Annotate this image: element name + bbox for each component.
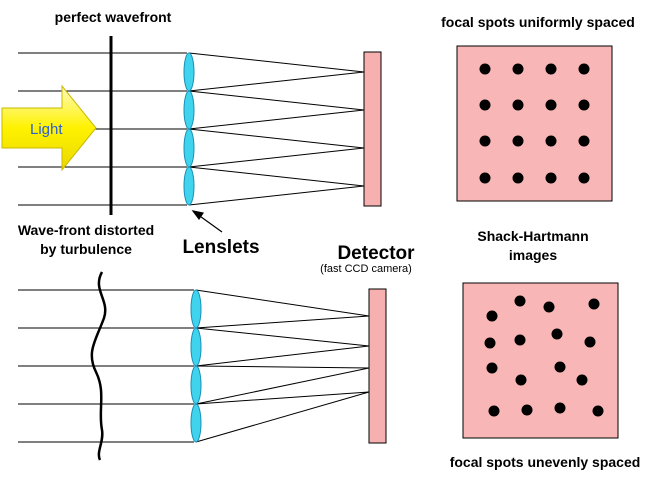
focal-spot [479, 135, 491, 147]
top-lenslet-array [183, 52, 195, 206]
focal-spot [512, 63, 524, 75]
focal-spot [543, 301, 555, 313]
focal-spot [514, 334, 526, 346]
lenslet [190, 327, 202, 367]
focal-spot [551, 328, 563, 340]
lenslet [190, 403, 202, 443]
lenslet [190, 365, 202, 405]
focal-spot [578, 63, 590, 75]
lenslet [190, 289, 202, 329]
light-label: Light [30, 121, 63, 138]
focal-spot [578, 99, 590, 111]
bottom-incoming-rays [18, 289, 194, 443]
lenslet [183, 128, 195, 168]
focal-spot [488, 405, 500, 417]
lenslet-pointer-arrow [191, 210, 223, 233]
detector-sublabel: (fast CCD camera) [320, 263, 412, 275]
distorted-wavefront-line [90, 271, 107, 461]
top-detector [363, 51, 382, 207]
bottom-lenslet-array [190, 289, 202, 443]
focal-spot [521, 404, 533, 416]
focal-spot [514, 295, 526, 307]
focal-spot [578, 172, 590, 184]
lenslets-label: Lenslets [182, 237, 259, 258]
focal-spot [479, 172, 491, 184]
top-system: Light [1, 36, 382, 215]
focal-spot [545, 63, 557, 75]
lenslet [183, 90, 195, 130]
shack-hartmann-label-2: images [509, 247, 557, 263]
light-arrow: Light [1, 84, 97, 172]
top-focus-rays [188, 52, 365, 206]
focal-spot [554, 402, 566, 414]
shack-hartmann-label-1: Shack-Hartmann [477, 228, 588, 244]
focal-spot [576, 374, 588, 386]
focal-spot [592, 405, 604, 417]
focal-spot [479, 63, 491, 75]
uniform-spots-label: focal spots uniformly spaced [441, 14, 635, 30]
uniform-spots-panel [456, 45, 613, 202]
bottom-detector [368, 288, 387, 444]
focal-spot [545, 135, 557, 147]
wavefront-distorted-label-1: Wave-front distorted [18, 222, 154, 238]
lenslet [183, 52, 195, 92]
focal-spot [515, 374, 527, 386]
focal-spot [584, 336, 596, 348]
focal-spot [545, 172, 557, 184]
focal-spot [554, 361, 566, 373]
focal-spot [484, 337, 496, 349]
focal-spot [578, 135, 590, 147]
focal-spot [486, 310, 498, 322]
detector-label: Detector [337, 243, 415, 264]
focal-spot [479, 99, 491, 111]
uneven-spots-panel [462, 282, 619, 439]
perfect-wavefront-label: perfect wavefront [55, 9, 172, 25]
focal-spot [512, 172, 524, 184]
wavefront-distorted-label-2: by turbulence [40, 241, 132, 257]
focal-spot [588, 298, 600, 310]
bottom-focus-rays [195, 289, 370, 443]
uneven-spots-label: focal spots unevenly spaced [450, 454, 641, 470]
focal-spot [545, 99, 557, 111]
focal-spot [512, 99, 524, 111]
bottom-system [18, 271, 387, 461]
focal-spot [486, 362, 498, 374]
lenslet [183, 166, 195, 206]
focal-spot [512, 135, 524, 147]
